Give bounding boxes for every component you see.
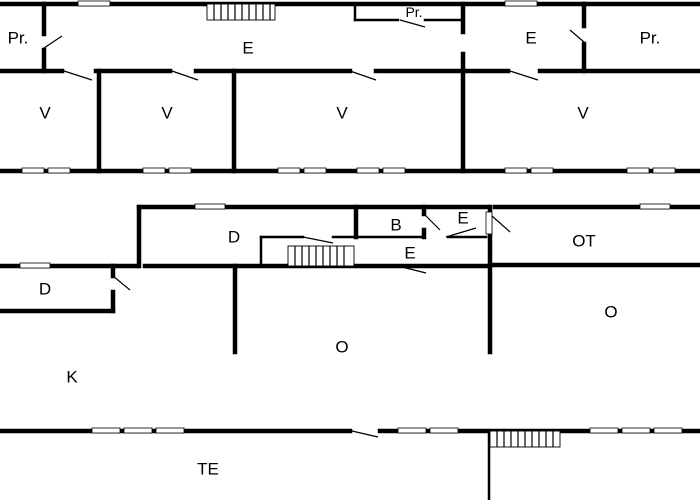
room-label-o-center: O [335,338,348,357]
room-label-pr-middle: Pr. [405,4,422,20]
lower-staircase-exterior [489,430,561,448]
room-label-v-1: V [39,104,51,123]
room-label-pr-left: Pr. [8,29,29,48]
room-label-d-left: D [39,280,51,299]
lower-windows [19,203,683,434]
room-labels: Pr. E Pr. E Pr. V V V V D B E OT E D O O… [8,4,661,479]
room-label-ot: OT [572,232,596,251]
lower-doors [112,213,511,438]
upper-doors [43,19,585,81]
room-label-e-upper-right: E [525,29,536,48]
lower-staircase-hall [287,245,355,267]
room-label-e-small: E [457,209,468,228]
room-label-d-top: D [228,228,240,247]
room-label-v-2: V [161,104,173,123]
room-label-te: TE [197,460,219,479]
upper-floor-walls [0,1,700,174]
room-label-pr-right: Pr. [640,29,661,48]
upper-windows [21,0,676,174]
room-label-v-4: V [577,104,589,123]
room-label-e-hall: E [404,244,415,263]
room-label-v-3: V [336,104,348,123]
room-label-b: B [390,216,401,235]
room-label-o-right: O [604,303,617,322]
room-label-k: K [66,368,78,387]
room-label-e-upper-center: E [242,39,253,58]
upper-staircase [206,3,276,21]
